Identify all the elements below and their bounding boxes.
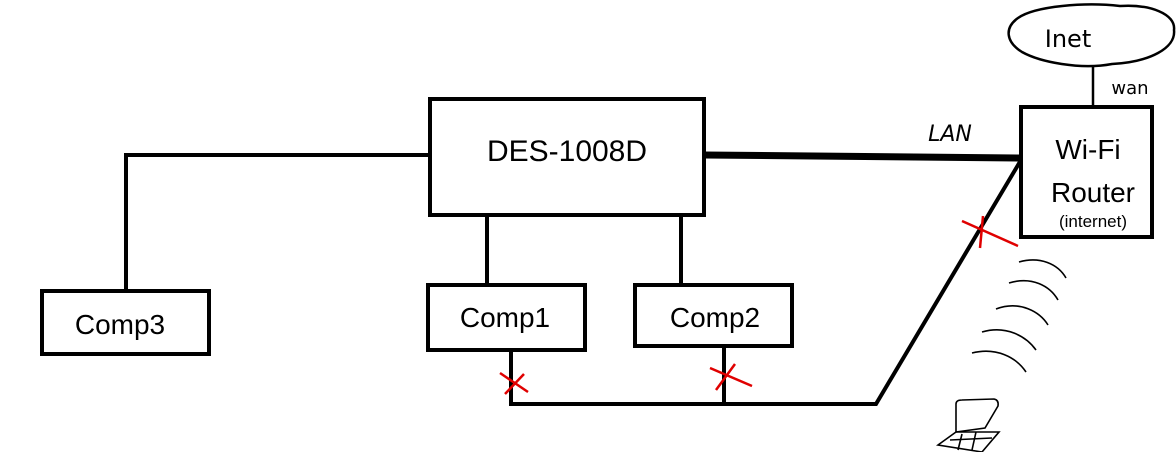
comp2-box <box>633 283 794 348</box>
switch-label: DES-1008D <box>487 135 647 168</box>
cloud-label: Inet <box>1045 25 1091 53</box>
cross-router <box>961 215 1019 249</box>
wifi-waves-icon <box>971 259 1067 373</box>
cloud-shape <box>1007 3 1176 68</box>
comp3-box <box>40 289 211 356</box>
cross-comp2 <box>709 363 753 391</box>
router-line2: Router <box>1051 177 1135 208</box>
comp2-label: Comp2 <box>670 302 760 333</box>
link-comp3-switch <box>124 153 430 290</box>
router-line1: Wi-Fi <box>1055 134 1120 165</box>
router-box <box>1019 105 1154 239</box>
comp1-box <box>426 283 587 352</box>
wan-label: wan <box>1111 78 1148 99</box>
cross-comp1 <box>499 371 529 395</box>
comp1-label: Comp1 <box>460 302 550 333</box>
lan-label: LAN <box>928 122 972 147</box>
router-line3: (internet) <box>1059 212 1127 231</box>
switch-box <box>428 97 706 217</box>
comp3-label: Comp3 <box>75 309 165 340</box>
old-link-comps-router <box>509 158 1023 406</box>
link-switch-router <box>703 151 1022 162</box>
laptop-icon <box>935 398 1001 452</box>
